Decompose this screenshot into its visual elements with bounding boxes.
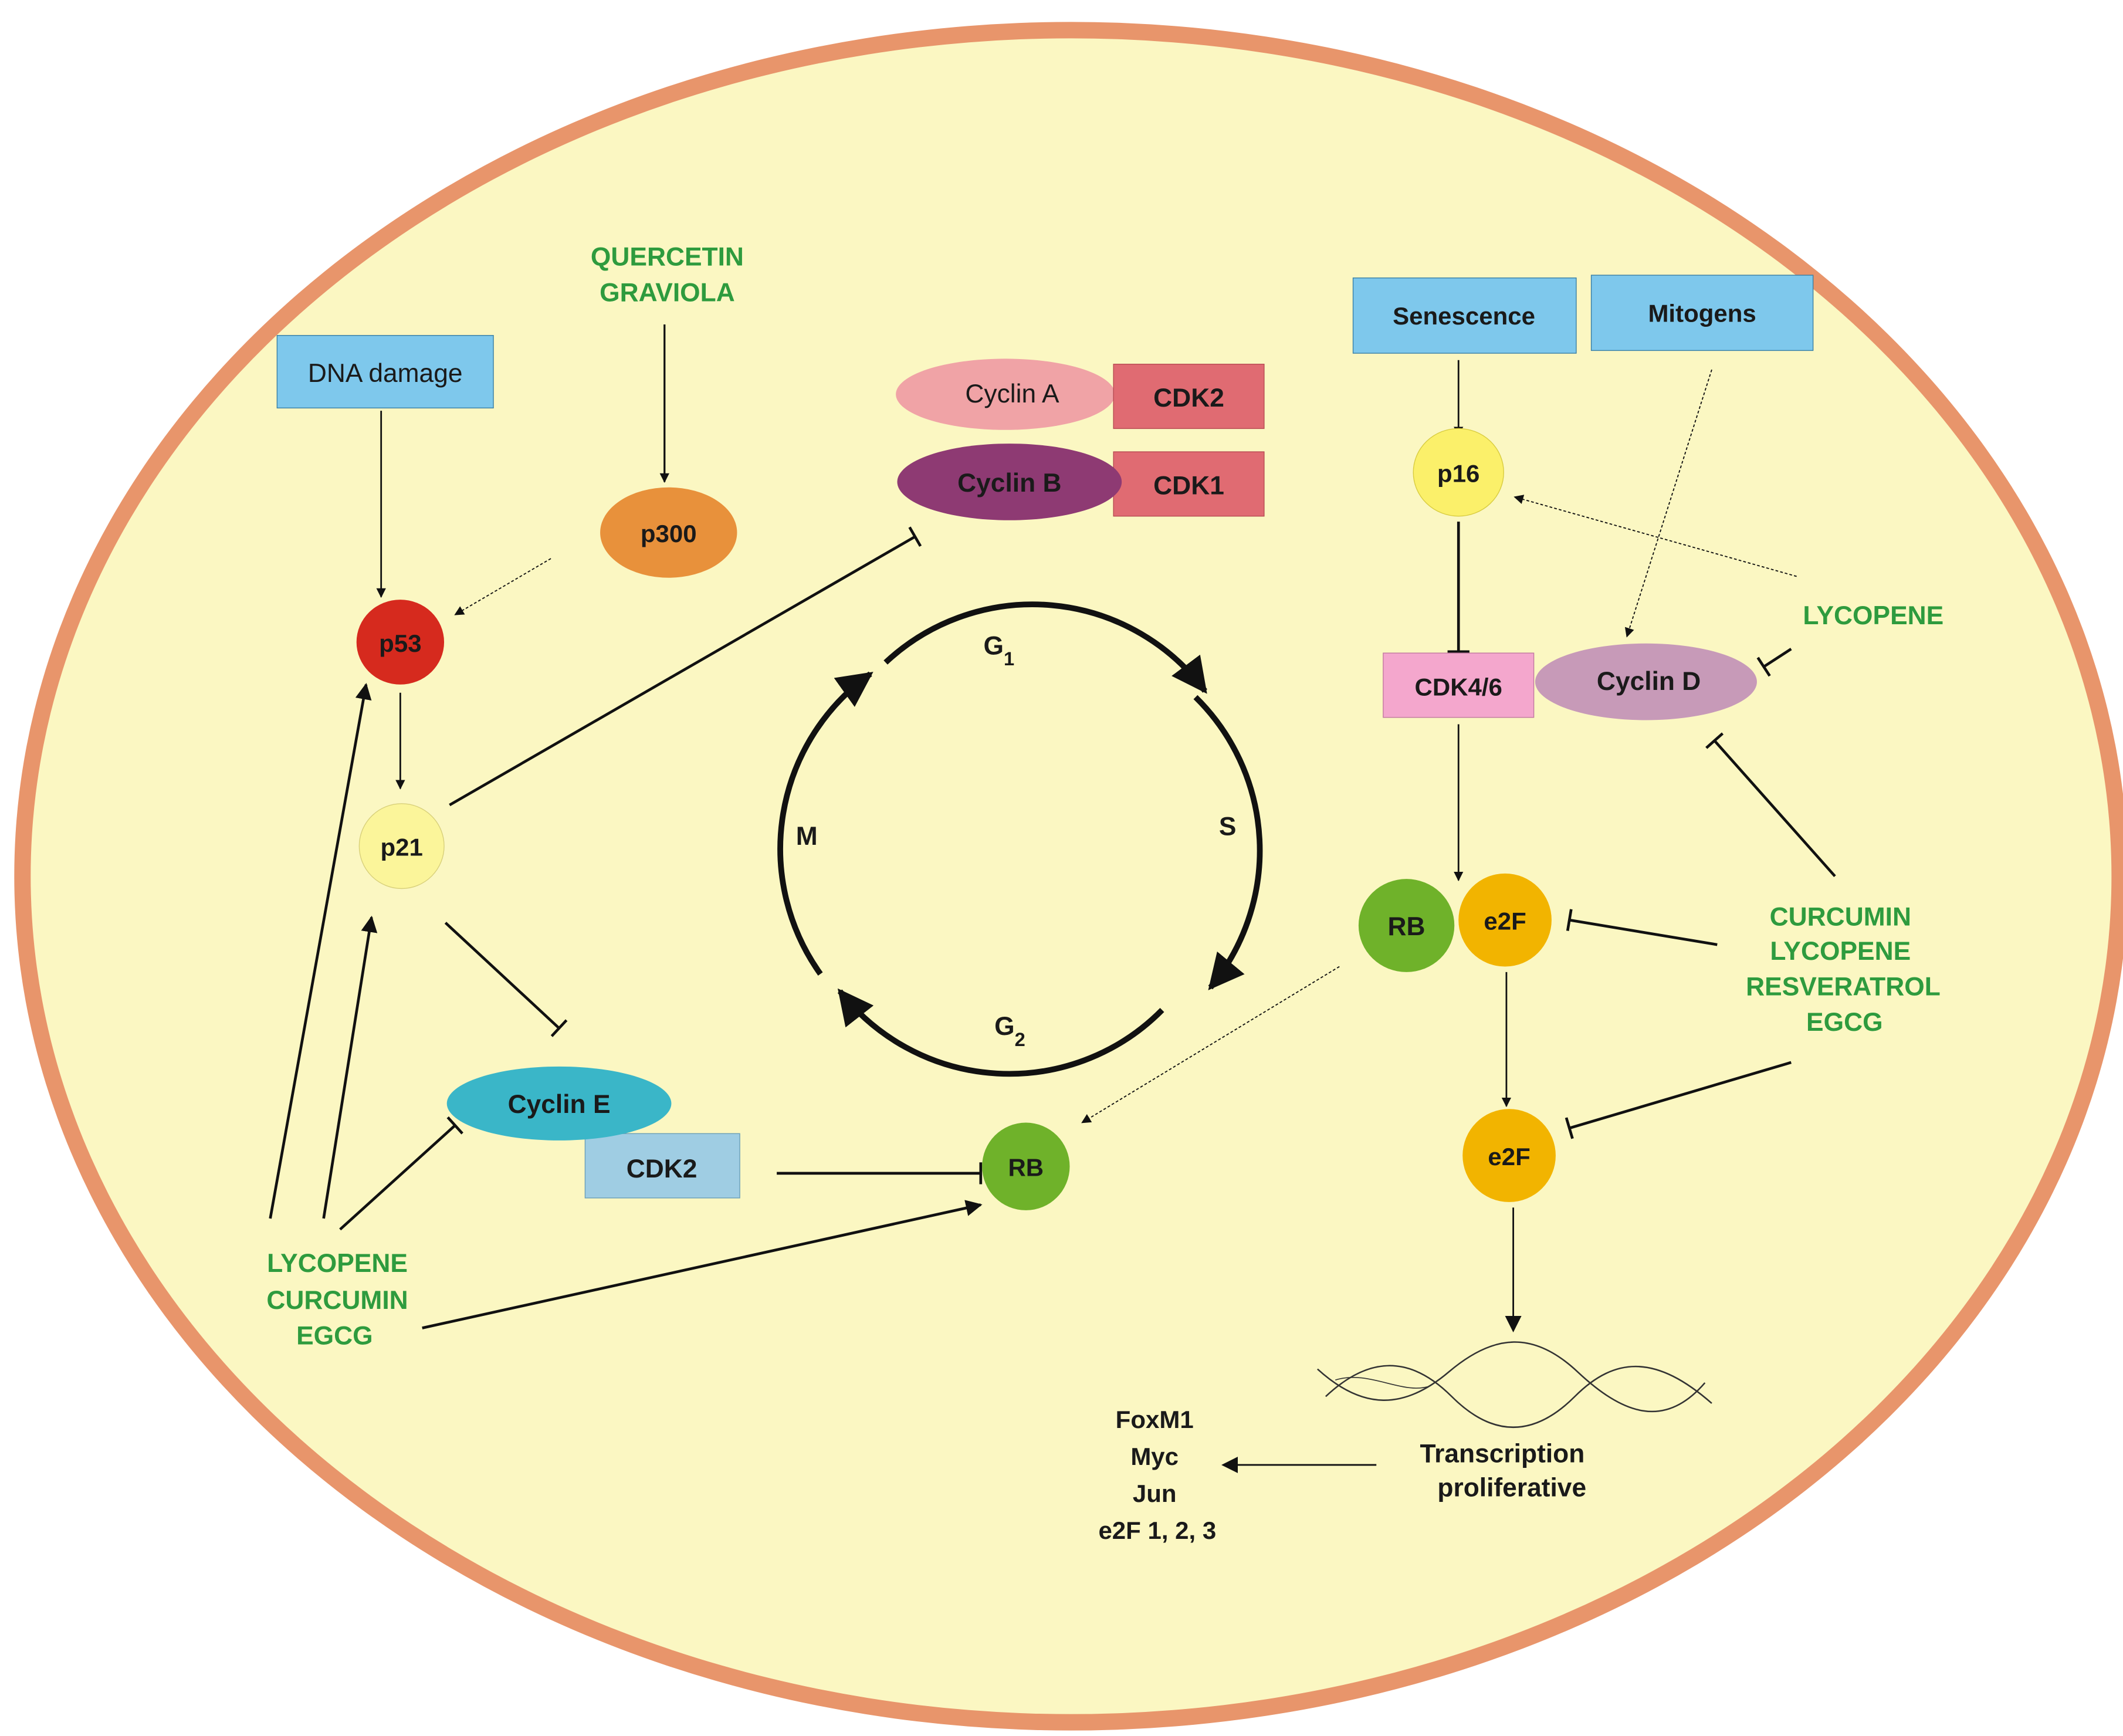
p300-label: p300	[641, 520, 697, 547]
s-arc	[1193, 695, 1263, 990]
p53-label: p53	[379, 630, 421, 657]
cdk2-bottom-box	[584, 1133, 740, 1199]
cyclin-b-label: Cyclin B	[957, 469, 1061, 498]
rb-upper-label: RB	[1388, 912, 1426, 941]
e2f-upper-node	[1458, 873, 1552, 967]
phase-s-label: S	[1219, 812, 1237, 841]
phase-g1-label: G1	[983, 631, 1014, 669]
rb-upper-node	[1358, 879, 1455, 972]
cyclin-a-label: Cyclin A	[965, 380, 1059, 408]
rb-center-node	[982, 1122, 1070, 1210]
compound: CURCUMIN	[1770, 903, 1911, 932]
p21-node	[358, 803, 445, 889]
mitogens-box	[1590, 275, 1814, 351]
p300-node	[600, 487, 737, 578]
cyclin-e-label: Cyclin E	[508, 1090, 611, 1119]
g2-arc	[837, 988, 1164, 1077]
arrow-left-compounds-rb	[422, 1200, 983, 1329]
inhibit-lycopene-cyclind	[1756, 648, 1792, 677]
compound: CURCUMIN	[266, 1286, 408, 1315]
compound: LYCOPENE	[267, 1249, 408, 1278]
cell-cycle-ring	[777, 601, 1263, 1077]
target-gene: FoxM1	[1116, 1406, 1194, 1433]
m-arc	[777, 671, 873, 976]
target-genes-list: FoxM1 Myc Jun e2F 1, 2, 3	[1098, 1406, 1216, 1544]
mitogens-label: Mitogens	[1648, 299, 1756, 327]
compound-graviola: GRAVIOLA	[600, 278, 735, 307]
cdk1-label: CDK1	[1153, 471, 1224, 500]
p16-label: p16	[1437, 459, 1479, 487]
compound: EGCG	[296, 1322, 373, 1351]
arrow-left-compounds-p21	[322, 915, 378, 1219]
phase-m-label: M	[796, 822, 818, 851]
cytoplasm	[31, 38, 2112, 1714]
target-gene: e2F 1, 2, 3	[1098, 1517, 1216, 1544]
cdk2-top-box	[1113, 364, 1265, 429]
cyclin-d-node	[1535, 643, 1757, 720]
target-gene: Jun	[1133, 1480, 1177, 1507]
phase-g2-label: G2	[994, 1012, 1025, 1050]
cdk2-bottom-label: CDK2	[627, 1155, 697, 1183]
p16-node	[1413, 428, 1504, 517]
cdk1-box	[1113, 451, 1265, 517]
inhibit-p21-cycline	[444, 922, 568, 1037]
cdk4-6-box	[1383, 652, 1535, 718]
senescence-label: Senescence	[1393, 302, 1535, 330]
right-compound-group: CURCUMIN LYCOPENE RESVERATROL EGCG	[1746, 903, 1941, 1037]
connectors	[269, 324, 1836, 1473]
target-gene: Myc	[1130, 1443, 1179, 1470]
compound: LYCOPENE	[1770, 937, 1911, 966]
compound: RESVERATROL	[1746, 973, 1941, 1001]
dna-helix-icon	[1317, 1341, 1712, 1428]
dna-damage-label: DNA damage	[308, 359, 463, 388]
cyclin-e-node	[446, 1066, 672, 1141]
g1-arc	[883, 601, 1207, 694]
p21-label: p21	[381, 833, 423, 861]
senescence-box	[1352, 278, 1577, 354]
cyclin-a-node	[896, 358, 1115, 430]
dna-damage-box	[276, 335, 494, 409]
arrow-mitogens-cyclind	[1624, 369, 1712, 638]
e2f-upper-label: e2F	[1484, 908, 1526, 935]
compound-lycopene-right: LYCOPENE	[1803, 601, 1943, 630]
e2f-lower-label: e2F	[1488, 1143, 1530, 1170]
cyclin-b-node	[897, 444, 1122, 520]
arrow-lycopene-p16	[1513, 495, 1797, 577]
inhibit-right-compounds-e2f-lower	[1565, 1061, 1792, 1139]
inhibit-right-compounds-cyclind	[1705, 732, 1836, 878]
compound: EGCG	[1806, 1008, 1883, 1037]
transcription-line2: proliferative	[1437, 1474, 1586, 1502]
arrow-p300-p53	[454, 558, 551, 615]
rb-center-label: RB	[1008, 1154, 1044, 1182]
inhibit-left-compounds-cycline	[339, 1116, 463, 1231]
cyclin-d-label: Cyclin D	[1597, 667, 1701, 696]
cdk2-top-label: CDK2	[1153, 384, 1224, 412]
p53-node	[356, 600, 445, 685]
cdk4-6-label: CDK4/6	[1415, 673, 1502, 701]
left-compound-group: LYCOPENE CURCUMIN EGCG	[266, 1249, 408, 1351]
arrow-rbcomplex-rb	[1081, 966, 1340, 1124]
compound-quercetin: QUERCETIN	[591, 243, 744, 272]
transcription-line1: Transcription	[1420, 1439, 1585, 1468]
arrow-left-compounds-p53	[269, 683, 372, 1219]
inhibit-p21-cyclinb	[449, 526, 922, 807]
inhibit-right-compounds-e2f-upper	[1566, 909, 1718, 946]
e2f-lower-node	[1462, 1109, 1556, 1202]
